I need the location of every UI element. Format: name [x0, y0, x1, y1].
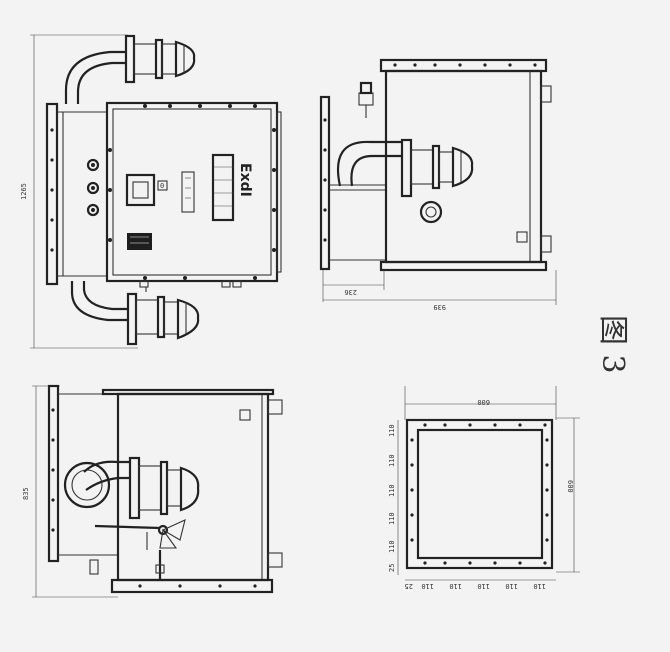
- top-elbow-pipe: [64, 34, 196, 104]
- flange-bottom-dim-3: 110: [449, 582, 462, 590]
- side-offset-dim: 236: [344, 288, 357, 296]
- flange-left-dim-3: 110: [388, 484, 396, 497]
- flange-bottom-dim-5: 110: [505, 582, 518, 590]
- side-small-box: [516, 231, 528, 243]
- side-width-dim: 939: [433, 303, 446, 311]
- flange-top-dim: 600: [477, 398, 490, 406]
- end-flange-wheel: [63, 461, 111, 509]
- figure-label: 图 3: [595, 315, 630, 374]
- flange-bottom-dim-1: 25: [405, 582, 413, 590]
- flange-left-dim-1: 110: [388, 424, 396, 437]
- front-height-dim: 1265: [20, 183, 28, 200]
- indicator-strip: [181, 171, 195, 213]
- side-base: [379, 260, 548, 272]
- end-left-flange: [47, 384, 60, 563]
- side-top-flange: [379, 58, 548, 73]
- front-view: 1265: [20, 34, 282, 349]
- gauge-label: 0: [160, 182, 164, 190]
- flange-left-dim-5: 110: [388, 540, 396, 553]
- side-top-bolts: [393, 63, 537, 67]
- flange-left-dim-6: 25: [388, 564, 396, 572]
- end-small-box: [239, 409, 251, 421]
- flange-right-dim: 600: [566, 480, 574, 493]
- nameplate-exdi: ExdI: [237, 163, 253, 197]
- front-control-knobs: [86, 158, 100, 217]
- side-main-box: [384, 69, 543, 264]
- small-gauge: [157, 180, 168, 191]
- end-view: 835: [22, 384, 283, 598]
- flange-opening: [416, 428, 544, 560]
- side-left-flange: [319, 95, 331, 271]
- flange-bolts: [410, 423, 549, 565]
- flange-left-dim-4: 110: [388, 512, 396, 525]
- end-base: [110, 578, 274, 594]
- flange-bottom-dim-6: 110: [533, 582, 546, 590]
- end-handle: [94, 519, 186, 580]
- side-round-port: [419, 200, 443, 224]
- flange-left-dim-2: 110: [388, 454, 396, 467]
- flange-bottom-dim-2: 110: [421, 582, 434, 590]
- flange-bottom-dim-4: 110: [477, 582, 490, 590]
- top-valve: [358, 92, 374, 106]
- front-left-flange: [45, 102, 59, 286]
- end-height-dim: 835: [22, 487, 30, 500]
- front-box-bolts: [50, 104, 276, 280]
- terminal-block: [127, 233, 152, 250]
- end-cable-entry: [128, 456, 200, 520]
- display-window: [125, 173, 156, 207]
- end-main-box: [116, 392, 270, 582]
- bottom-elbow-pipe: [70, 281, 200, 346]
- flange-frame: [405, 418, 554, 570]
- side-u-pipe: [336, 138, 474, 198]
- side-view: 236 939: [319, 58, 557, 311]
- flange-view: 600 600 110 110 110 110 110 25: [388, 386, 580, 590]
- label-plate: [211, 153, 235, 222]
